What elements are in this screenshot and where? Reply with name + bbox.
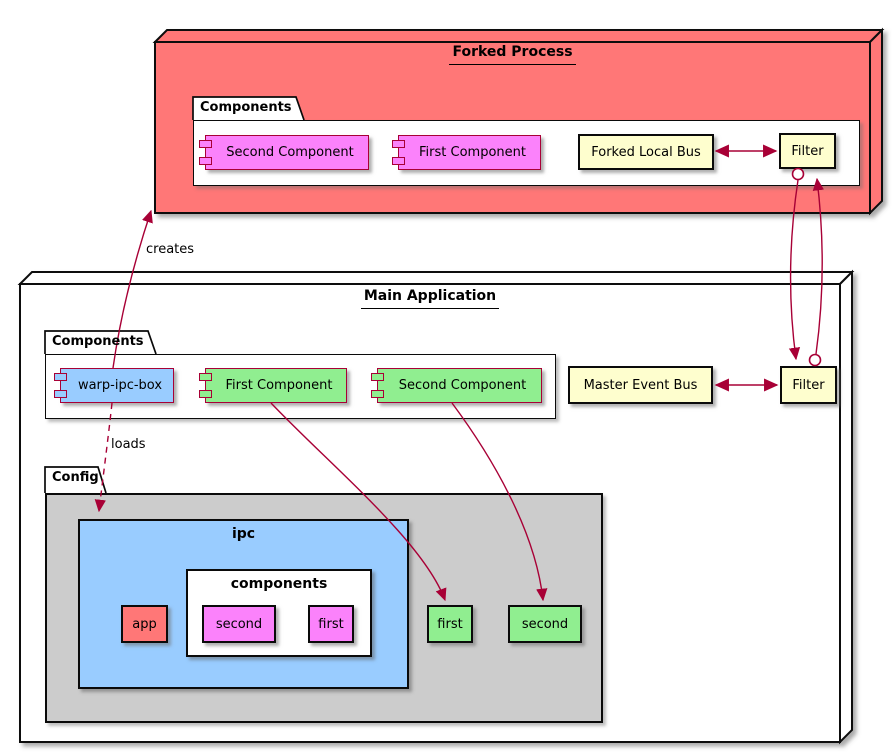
creates-edge-label: creates [146,242,195,257]
bus-label: Forked Local Bus [591,144,701,160]
loads-edge-label: loads [111,437,146,452]
config-app-box: app [121,605,168,643]
config-second-box: second [202,605,276,643]
component-second-main: Second Component [371,368,542,403]
component-second-forked: Second Component [199,135,369,170]
package-tab-label-main: Components [52,334,144,349]
config-target-first-box: first [427,605,473,643]
component-warp-ipc-box: warp-ipc-box [54,368,174,403]
forked-process-title: Forked Process [155,44,870,65]
bus-label: Master Event Bus [583,377,698,393]
filter-box-forked: Filter [779,133,836,169]
component-label: warp-ipc-box [77,378,163,393]
filter-down-edge [788,179,801,361]
component-tab-icon [199,390,212,398]
component-tab-icon [371,373,384,381]
component-label: Second Component [398,378,527,393]
filter-up-edge [812,177,825,355]
package-tab-label-config: Config [52,470,99,485]
component-tab-icon [199,140,212,148]
package-tab-label-forked: Components [200,100,292,115]
component-label: Second Component [226,145,354,160]
forked-local-bus-box: Forked Local Bus [578,134,714,170]
filter-label: Filter [792,377,825,393]
filter-box-main: Filter [780,366,837,404]
config-first-box: first [308,605,354,643]
component-tab-icon [54,390,67,398]
component-tab-icon [392,157,405,165]
ipc-group-title: ipc [231,526,256,542]
component-tab-icon [371,390,384,398]
component-tab-icon [392,140,405,148]
filter-label: Filter [791,143,824,159]
component-label: First Component [419,145,526,160]
component-tab-icon [199,157,212,165]
config-target-second-box: second [508,605,582,643]
components-group-title: components [230,576,328,592]
component-first-main: First Component [199,368,347,403]
component-tab-icon [199,373,212,381]
component-tab-icon [54,373,67,381]
interface-socket-icon [808,353,822,367]
component-label: First Component [225,378,333,393]
main-application-title: Main Application [20,288,840,309]
component-first-forked: First Component [392,135,541,170]
master-event-bus-box: Master Event Bus [568,366,713,404]
